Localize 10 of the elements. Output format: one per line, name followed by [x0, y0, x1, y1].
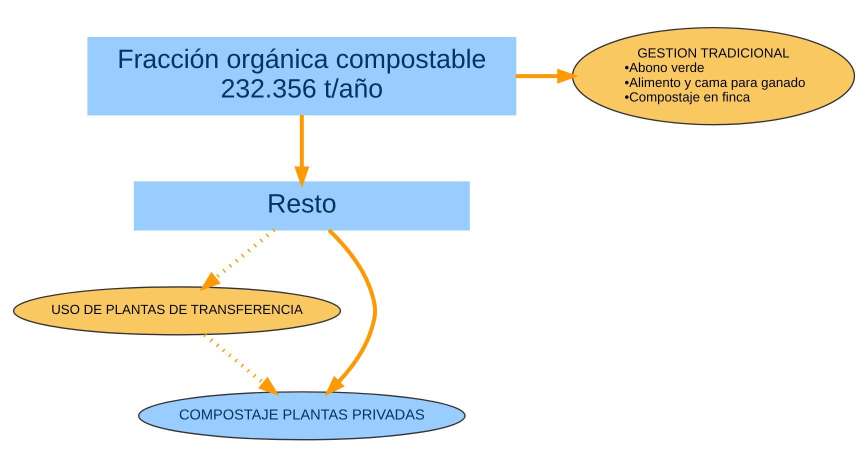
arrow: [516, 68, 579, 84]
arrow: [203, 333, 280, 396]
arrow: [294, 114, 310, 188]
node-ellipse: COMPOSTAJE PLANTAS PRIVADAS: [138, 391, 466, 440]
node-ellipse: USO DE PLANTAS DE TRANSFERENCIA: [12, 286, 342, 336]
arrow: [324, 228, 378, 396]
arrow: [200, 228, 276, 292]
node-box: Fracción orgánica compostable 232.356 t/año: [87, 36, 516, 116]
node-ellipse: GESTION TRADICIONAL •Abono verde •Alimento y cama para ganado •Compostaje en finca: [572, 26, 856, 126]
node-box: Resto: [134, 181, 470, 231]
